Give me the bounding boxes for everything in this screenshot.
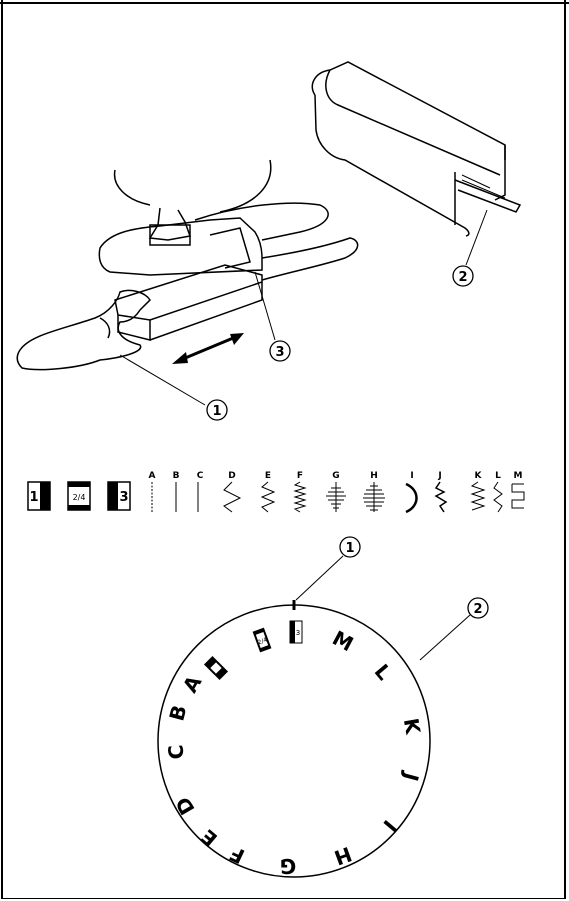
cover-fold bbox=[325, 69, 501, 176]
cover-right bbox=[494, 145, 506, 201]
stitch-e bbox=[260, 481, 276, 513]
dial-letter-g: G bbox=[280, 854, 296, 878]
position-icon-3: 3 bbox=[107, 481, 131, 511]
stitch-a-label: A bbox=[149, 471, 156, 481]
stitch-h bbox=[363, 482, 385, 512]
stitch-dial: 1 2 2/4 3 M L K J I H G F E D C bbox=[157, 536, 489, 878]
bed-right-lower bbox=[261, 237, 359, 281]
position-icon-3-label: 3 bbox=[119, 490, 128, 505]
dial-ring bbox=[157, 604, 431, 878]
stitch-h-label: H bbox=[370, 471, 378, 481]
callout-3-label: 3 bbox=[275, 345, 284, 360]
hand bbox=[16, 289, 151, 371]
callout-1-label: 1 bbox=[212, 404, 221, 419]
callout-dial-2-label: 2 bbox=[473, 602, 482, 617]
extension-cover-illustration bbox=[311, 61, 522, 266]
stitch-pattern-row: A B C D E F G H I J K L M bbox=[149, 471, 525, 514]
leader-dial-1 bbox=[295, 555, 344, 601]
stitch-l-label: L bbox=[495, 471, 501, 481]
free-arm-illustration bbox=[16, 159, 359, 406]
presser-foot bbox=[148, 207, 192, 241]
stitch-j bbox=[434, 481, 448, 513]
svg-text:B: B bbox=[164, 703, 191, 724]
stitch-c-label: C bbox=[197, 471, 204, 481]
svg-text:G: G bbox=[280, 854, 296, 878]
position-icon-2-4-label: 2/4 bbox=[73, 493, 86, 502]
leader-2 bbox=[465, 209, 488, 266]
stitch-f bbox=[293, 481, 307, 513]
dial-icon-2-4: 2/4 bbox=[252, 627, 272, 653]
dial-icon-3: 3 bbox=[289, 620, 303, 644]
stitch-l bbox=[493, 481, 503, 513]
callout-3: 3 bbox=[269, 340, 291, 362]
stitch-e-label: E bbox=[265, 471, 271, 481]
stitch-j-label: J bbox=[437, 471, 441, 481]
callout-1: 1 bbox=[206, 399, 228, 421]
callout-2-label: 2 bbox=[458, 270, 467, 285]
dial-letter-h: H bbox=[331, 842, 355, 870]
position-icon-1-label: 1 bbox=[29, 490, 38, 505]
position-icon-2-4: 2/4 bbox=[67, 481, 91, 511]
stitch-f-label: F bbox=[297, 471, 303, 481]
dial-icon-3-label: 3 bbox=[296, 629, 300, 637]
cover-rail bbox=[454, 179, 522, 213]
svg-text:H: H bbox=[331, 842, 355, 870]
callout-2: 2 bbox=[452, 265, 474, 287]
accessory-box-side bbox=[149, 282, 263, 341]
dial-icon-2-4-label: 2/4 bbox=[257, 636, 269, 646]
svg-text:C: C bbox=[163, 744, 188, 761]
cover-rail-lines bbox=[461, 174, 506, 199]
needle-position-icons: 1 2/4 3 bbox=[27, 481, 131, 511]
cover-top-edge bbox=[311, 61, 506, 160]
dial-letter-c: C bbox=[163, 744, 188, 761]
stitch-d-label: D bbox=[228, 471, 235, 481]
slide-arrow bbox=[177, 334, 239, 363]
top-rule bbox=[0, 2, 569, 4]
thumb bbox=[99, 317, 111, 339]
arrow-head-left bbox=[172, 352, 188, 364]
machine-arc bbox=[113, 159, 272, 213]
accessory-box-front bbox=[117, 315, 151, 341]
stitch-d bbox=[223, 481, 242, 513]
leader-dial-2 bbox=[419, 614, 471, 661]
dial-letter-k: K bbox=[399, 716, 426, 737]
callout-dial-1: 1 bbox=[339, 536, 361, 558]
bed-right bbox=[194, 202, 329, 241]
callout-dial-2: 2 bbox=[467, 597, 489, 619]
dial-letter-b: B bbox=[164, 703, 191, 724]
cover-front-edge bbox=[314, 94, 470, 237]
svg-text:K: K bbox=[399, 716, 426, 737]
leader-3 bbox=[254, 271, 276, 341]
stitch-m-label: M bbox=[514, 471, 523, 481]
callout-dial-1-label: 1 bbox=[345, 541, 354, 556]
stitch-i bbox=[405, 482, 418, 514]
stitch-m bbox=[511, 483, 525, 509]
dial-icon-1 bbox=[203, 655, 229, 681]
machine-bed bbox=[98, 217, 263, 276]
stitch-b-label: B bbox=[173, 471, 180, 481]
arrow-head-right bbox=[230, 333, 244, 345]
position-icon-1: 1 bbox=[27, 481, 51, 511]
stitch-k-label: K bbox=[475, 471, 483, 481]
slider-slot bbox=[209, 227, 251, 269]
stitch-i-label: I bbox=[410, 471, 413, 481]
stitch-g-label: G bbox=[332, 471, 339, 481]
stitch-k bbox=[470, 481, 486, 511]
leader-1 bbox=[119, 354, 206, 406]
stitch-g bbox=[326, 482, 346, 512]
